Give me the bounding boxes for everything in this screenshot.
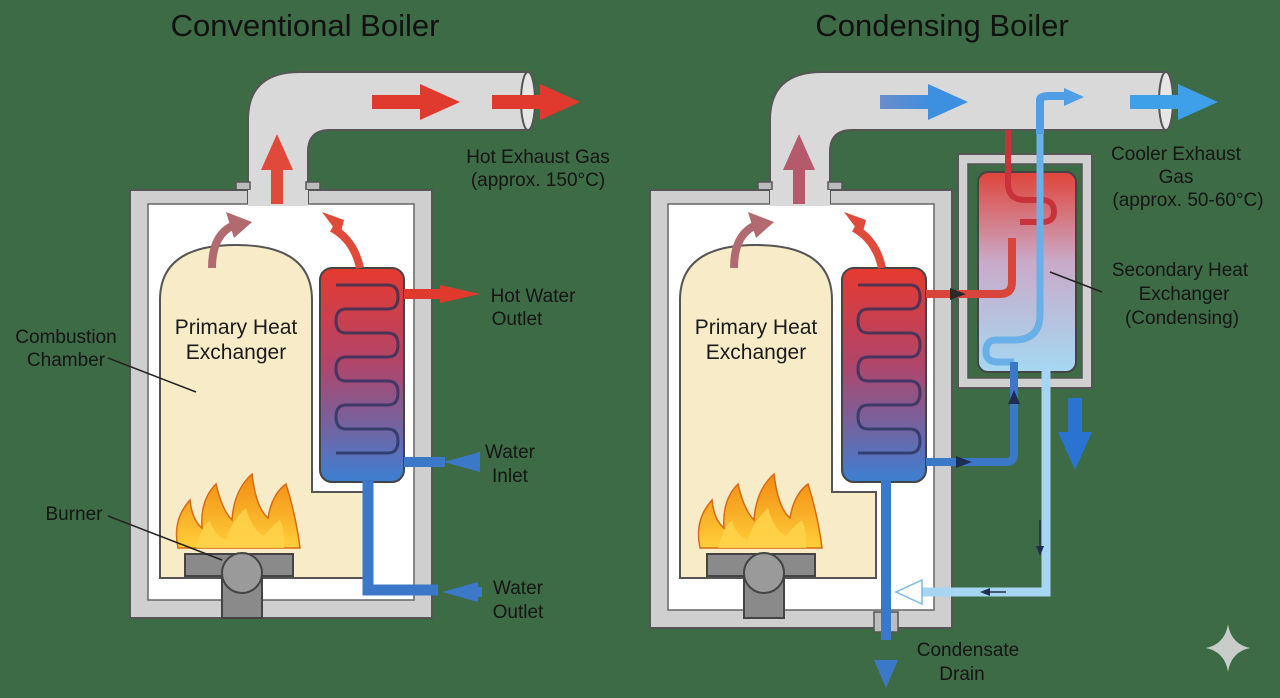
hot-exhaust-label-2: (approx. 150°C) [471, 170, 605, 191]
condensate-drain-arrow [874, 660, 898, 688]
water-inlet-label-1: Water [485, 442, 536, 463]
water-outlet-label-1: Water [493, 578, 544, 599]
sparkle-icon [1206, 624, 1250, 672]
secondary-hx-label-2: Exchanger [1139, 284, 1231, 305]
condensing-heat-arrow-left [730, 222, 757, 269]
condensate-drain-label-2: Drain [939, 664, 984, 685]
conventional-phe-label-1: Primary Heat [175, 316, 298, 339]
condensing-phe-label-2: Exchanger [706, 341, 806, 364]
combustion-chamber-label-2: Chamber [27, 350, 106, 371]
secondary-hot-path [1005, 130, 1058, 225]
condensing-combustion-chamber [679, 243, 877, 579]
conventional-title: Conventional Boiler [171, 8, 440, 43]
condensate-return-pipe [906, 362, 1051, 597]
secondary-hx-label-3: (Condensing) [1125, 308, 1239, 329]
water-inlet-label-2: Inlet [492, 466, 529, 487]
combustion-chamber-label-1: Combustion [15, 327, 116, 348]
condensing-boiler: Primary Heat Exchanger Cooler Exhaust Ga… [649, 71, 1264, 688]
secondary-hx-label-1: Secondary Heat [1112, 260, 1249, 281]
hot-exhaust-label-1: Hot Exhaust Gas [466, 147, 610, 168]
inlet-to-secondary-pipe [926, 362, 1018, 466]
water-outlet-arrow [442, 582, 478, 602]
condensing-coil-housing [841, 267, 927, 483]
conventional-phe-label-2: Exchanger [186, 341, 286, 364]
conventional-heat-arrow-left [208, 222, 235, 269]
conventional-flames [175, 472, 301, 549]
condensing-heat-arrow-right [851, 224, 886, 269]
cooler-exhaust-label-2: Gas [1159, 167, 1194, 188]
conventional-return-pipe [362, 480, 438, 596]
condensing-title: Condensing Boiler [815, 8, 1068, 43]
condensing-flue-up-arrow [783, 134, 815, 170]
conventional-coil [334, 283, 400, 455]
conventional-flue-up-arrow [261, 134, 293, 170]
water-inlet-arrow [444, 452, 480, 472]
primary-to-secondary-pipe [926, 238, 1016, 298]
condensing-exhaust-arrows [880, 84, 1218, 120]
condensing-coil [856, 283, 922, 455]
burner-label: Burner [45, 504, 103, 525]
conventional-boiler: Primary Heat Exchanger Combustion Chambe… [15, 71, 610, 623]
condensate-return-arrow [894, 578, 923, 606]
conventional-burner [184, 552, 294, 619]
conventional-exhaust-arrows [372, 84, 580, 120]
conventional-coil-housing [319, 267, 405, 483]
hot-water-outlet-label-2: Outlet [492, 309, 543, 330]
condensing-flames [697, 472, 823, 549]
water-outlet-label-2: Outlet [493, 602, 544, 623]
condensing-phe-label-1: Primary Heat [695, 316, 818, 339]
secondary-cold-path [982, 134, 1044, 366]
conventional-heat-arrow-right [329, 224, 364, 269]
condensate-drain-label-1: Condensate [917, 640, 1019, 661]
cold-flow-up-arrow [1064, 88, 1084, 106]
cooler-exhaust-label-1: Cooler Exhaust [1111, 144, 1242, 165]
condensing-burner [706, 552, 816, 619]
hot-water-outlet-label-1: Hot Water [491, 286, 576, 307]
condensate-down-arrow [1058, 432, 1092, 470]
hot-water-outlet-arrow [440, 285, 480, 303]
cooler-exhaust-label-3: (approx. 50-60°C) [1112, 190, 1263, 211]
